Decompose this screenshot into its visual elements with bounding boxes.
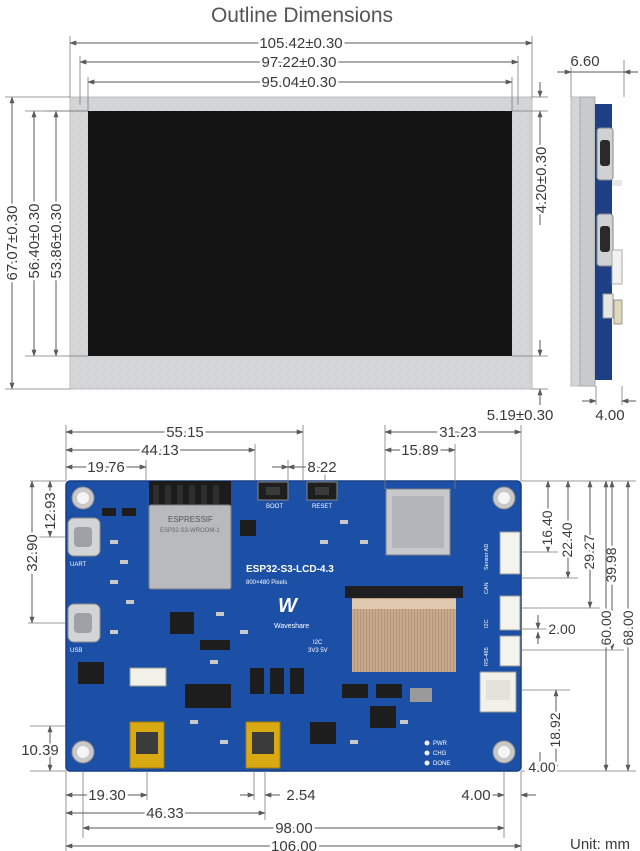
dim-width-mid: 97.22±0.30	[79, 52, 519, 74]
svg-text:68.00: 68.00	[620, 610, 636, 645]
svg-text:39.98: 39.98	[603, 547, 619, 582]
svg-text:BOOT: BOOT	[266, 504, 283, 510]
svg-text:Sensor AD: Sensor AD	[484, 544, 490, 570]
dim-106-00: 106.00	[65, 836, 522, 851]
dim-4-00-right: 4.00	[526, 752, 558, 778]
svg-text:98.00: 98.00	[275, 820, 313, 837]
dim-55-15: 55.15	[65, 422, 304, 444]
svg-text:Waveshare: Waveshare	[274, 623, 309, 630]
dim-12-93: 12.93	[40, 480, 62, 538]
svg-text:19.76: 19.76	[87, 459, 125, 476]
dim-19-30: 19.30	[65, 785, 148, 807]
rs485-connector	[499, 635, 521, 667]
svg-text:4.00: 4.00	[595, 407, 624, 424]
dim-44-13: 44.13	[65, 440, 256, 462]
can-connector	[499, 595, 521, 631]
dim-4-00-bottom: 4.00	[459, 785, 536, 807]
svg-text:19.30: 19.30	[88, 787, 126, 804]
svg-text:3V3 5V: 3V3 5V	[308, 648, 328, 654]
dim-8-22: 8.22	[272, 457, 339, 479]
svg-text:105.42±0.30: 105.42±0.30	[259, 35, 342, 52]
dim-98-00: 98.00	[82, 818, 505, 840]
esp32-module	[148, 504, 232, 590]
dim-height-outer: 67.07±0.30	[2, 96, 24, 390]
svg-text:6.60: 6.60	[570, 53, 599, 70]
svg-text:ESP32-S3-LCD-4.3: ESP32-S3-LCD-4.3	[246, 564, 334, 575]
svg-text:DONE: DONE	[433, 761, 450, 767]
dim-60-00: 60.00	[596, 480, 617, 772]
dim-46-33: 46.33	[65, 803, 266, 825]
dim-29-27: 29.27	[579, 480, 600, 609]
dim-22-40: 22.40	[557, 480, 578, 579]
svg-text:18.92: 18.92	[547, 712, 563, 747]
dim-16-40: 16.40	[537, 480, 558, 553]
svg-text:4.00: 4.00	[528, 759, 555, 775]
svg-text:ESPRESSIF: ESPRESSIF	[168, 515, 213, 524]
dim-width-inner: 95.04±0.30	[87, 72, 513, 94]
svg-text:8.22: 8.22	[307, 459, 336, 476]
dim-height-inner: 53.86±0.30	[46, 110, 68, 357]
svg-text:RS-485: RS-485	[484, 647, 490, 666]
svg-text:2.00: 2.00	[548, 621, 575, 637]
dim-15-89: 15.89	[384, 440, 456, 462]
svg-text:I2C: I2C	[313, 640, 323, 646]
svg-text:CAN: CAN	[484, 582, 490, 594]
svg-text:USB: USB	[70, 648, 82, 654]
svg-text:CHG: CHG	[433, 751, 447, 757]
fpc-ribbon	[352, 598, 456, 672]
svg-text:2.54: 2.54	[286, 787, 315, 804]
dim-32-90: 32.90	[22, 480, 44, 624]
svg-text:29.27: 29.27	[581, 534, 597, 569]
diagram-title: Outline Dimensions	[211, 4, 393, 27]
waveshare-logo: W	[278, 595, 299, 617]
dim-68-00: 68.00	[618, 480, 639, 772]
svg-text:53.86±0.30: 53.86±0.30	[48, 204, 65, 279]
lcd-front-view	[69, 96, 533, 390]
fpc-connector	[345, 586, 463, 598]
sensor-connector	[499, 531, 521, 575]
svg-text:60.00: 60.00	[598, 610, 614, 645]
svg-text:32.90: 32.90	[24, 534, 41, 572]
dim-right-top-offset: 4.20±0.30	[531, 82, 553, 225]
svg-text:22.40: 22.40	[559, 522, 575, 557]
pcb-back-view: UART USB ESPRESSIF ESP32-S3-WROOM-1 BOOT…	[65, 480, 522, 772]
svg-text:56.40±0.30: 56.40±0.30	[26, 204, 43, 279]
panel-screen	[88, 111, 512, 356]
svg-text:55.15: 55.15	[166, 424, 204, 441]
dim-31-23: 31.23	[384, 422, 522, 444]
svg-text:16.40: 16.40	[539, 510, 555, 545]
svg-text:5.19±0.30: 5.19±0.30	[487, 407, 554, 424]
svg-text:67.07±0.30: 67.07±0.30	[4, 206, 21, 281]
svg-text:I2C: I2C	[484, 619, 490, 628]
svg-text:4.20±0.30: 4.20±0.30	[533, 147, 550, 214]
dim-19-76: 19.76	[65, 457, 147, 479]
dim-10-39: 10.39	[19, 725, 61, 772]
svg-text:UART: UART	[70, 562, 87, 568]
dim-right-bottom-offset: 5.19±0.30	[484, 340, 556, 427]
dim-width-outer: 105.42±0.30	[69, 33, 533, 55]
svg-text:10.39: 10.39	[21, 742, 59, 759]
dim-side-edge: 4.00	[582, 398, 636, 427]
dim-2-00: 2.00	[535, 615, 578, 644]
svg-text:95.04±0.30: 95.04±0.30	[262, 74, 337, 91]
svg-text:31.23: 31.23	[439, 424, 477, 441]
dim-height-mid: 56.40±0.30	[24, 110, 46, 357]
unit-label: Unit: mm	[570, 836, 630, 851]
svg-text:PWR: PWR	[433, 741, 448, 747]
dim-side-thickness: 6.60	[557, 51, 638, 75]
svg-text:ESP32-S3-WROOM-1: ESP32-S3-WROOM-1	[160, 528, 220, 534]
dim-2-54: 2.54	[240, 785, 318, 807]
svg-text:44.13: 44.13	[141, 442, 179, 459]
svg-text:800×480 Pixels: 800×480 Pixels	[246, 580, 287, 586]
svg-text:46.33: 46.33	[146, 805, 184, 822]
dim-18-92: 18.92	[545, 689, 566, 772]
svg-text:RESET: RESET	[312, 504, 332, 510]
svg-text:12.93: 12.93	[42, 492, 59, 530]
svg-text:4.00: 4.00	[461, 787, 490, 804]
side-view	[570, 96, 623, 387]
svg-text:97.22±0.30: 97.22±0.30	[262, 54, 337, 71]
svg-text:106.00: 106.00	[271, 838, 317, 851]
svg-text:15.89: 15.89	[401, 442, 439, 459]
